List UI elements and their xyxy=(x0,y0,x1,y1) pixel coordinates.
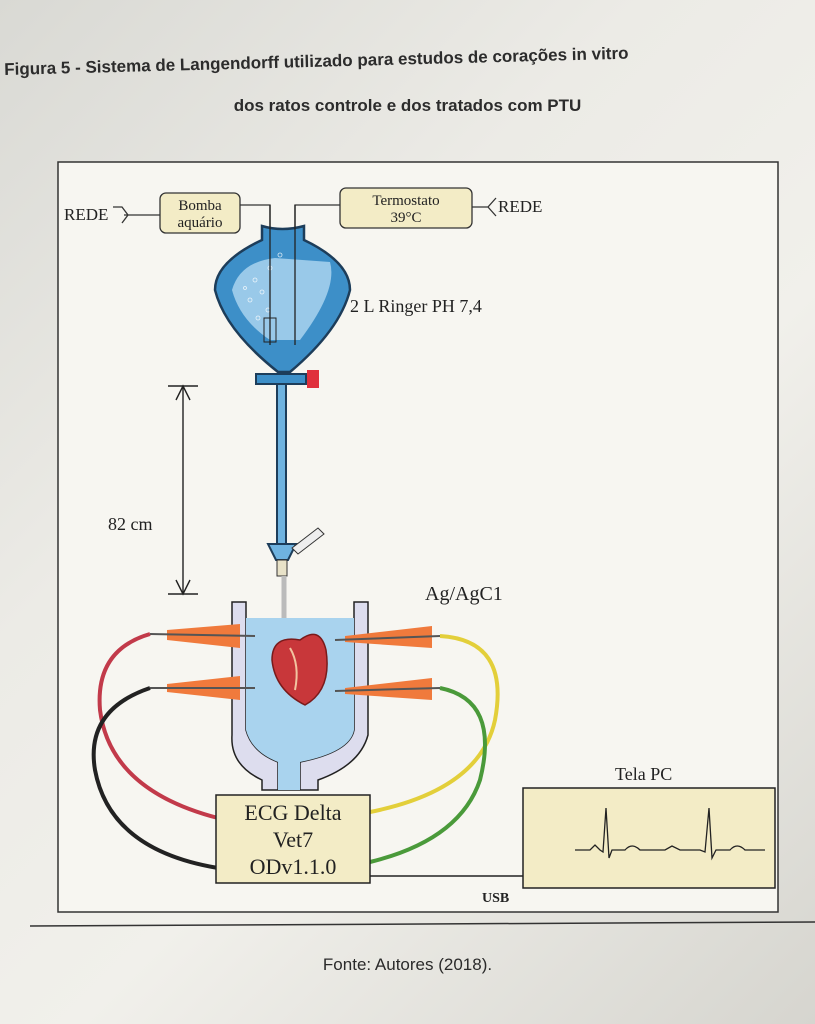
height-arrow xyxy=(168,384,198,596)
thermostat-label-1: Termostato xyxy=(372,193,439,209)
figure-title-line2: dos ratos controle e dos tratados com PT… xyxy=(233,96,582,115)
figure-frame xyxy=(57,161,779,913)
height-label: 82 cm xyxy=(108,514,153,534)
pc-screen xyxy=(522,787,776,889)
pump-box: Bomba aquário xyxy=(159,192,241,234)
usb-label: USB xyxy=(482,891,509,906)
thermostat-box: Termostato 39°C xyxy=(339,187,473,229)
pump-label-2: aquário xyxy=(178,215,223,231)
thermostat-label-2: 39°C xyxy=(390,210,421,226)
ecg-device-box: ECG Delta Vet7 ODv1.1.0 xyxy=(215,794,371,884)
heart xyxy=(271,633,328,706)
rede-right-label: REDE xyxy=(498,197,542,216)
ecg-label-3: ODv1.1.0 xyxy=(250,854,337,879)
reservoir-label: 2 L Ringer PH 7,4 xyxy=(350,296,482,316)
ecg-trace xyxy=(575,807,765,861)
divider xyxy=(29,921,815,927)
electrode-label: Ag/AgC1 xyxy=(425,583,503,605)
ecg-label-2: Vet7 xyxy=(273,827,313,852)
rede-left-label: REDE xyxy=(64,205,108,224)
screen-label: Tela PC xyxy=(615,764,672,784)
pump-label-1: Bomba xyxy=(178,198,222,214)
ecg-label-1: ECG Delta xyxy=(244,800,341,825)
figure-caption: Fonte: Autores (2018). xyxy=(322,955,493,974)
stopcock-knob xyxy=(307,370,319,388)
electrodes xyxy=(149,624,441,700)
cables xyxy=(91,632,500,870)
reservoir-flask xyxy=(213,205,352,640)
